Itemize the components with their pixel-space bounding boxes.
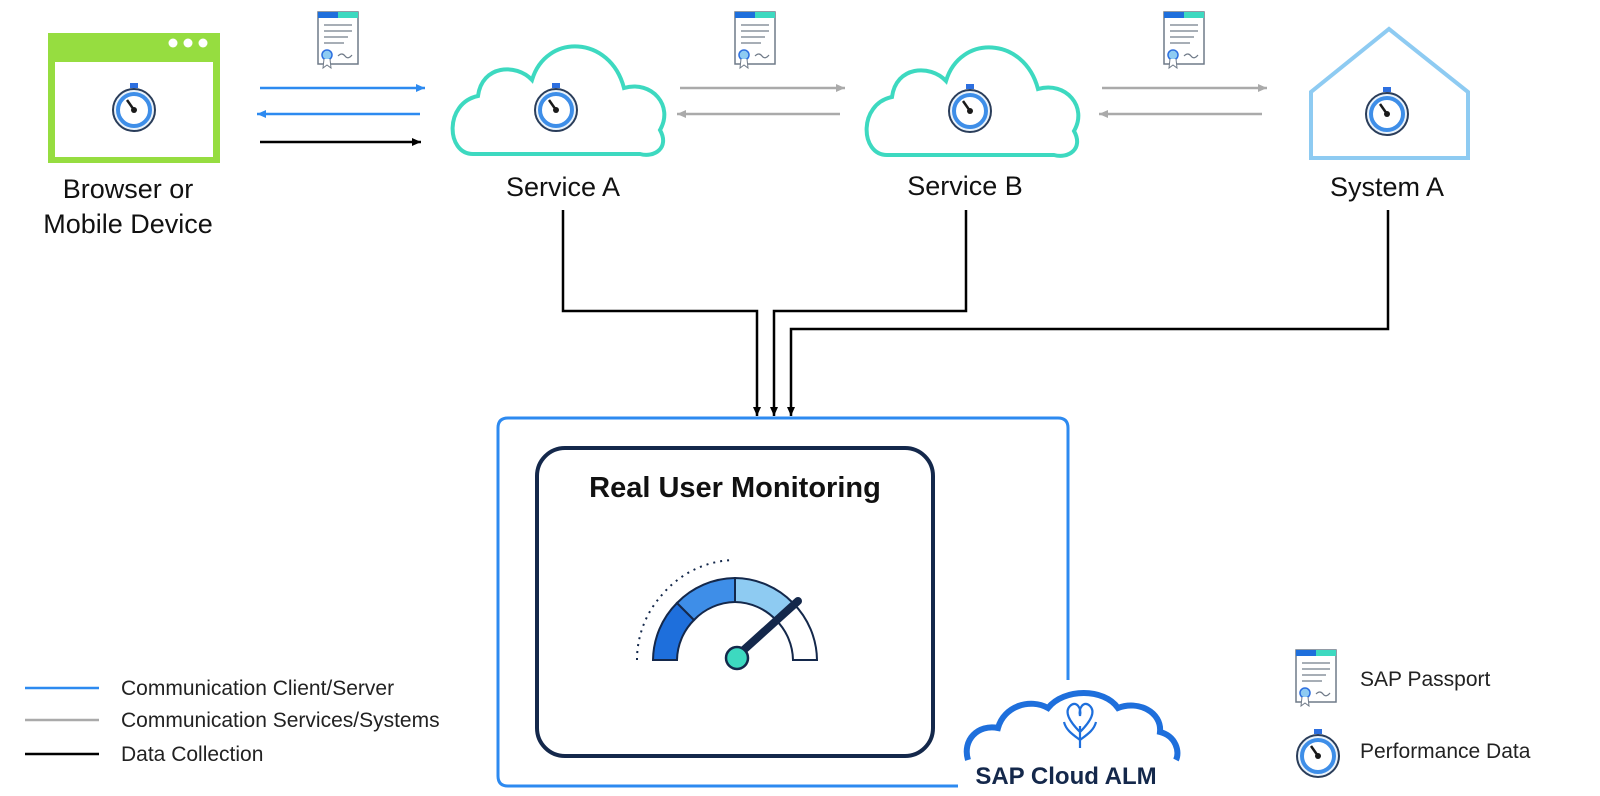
data-collection-line-service-b (770, 210, 968, 416)
passport-icon (734, 11, 776, 69)
legend-label-client-server: Communication Client/Server (121, 677, 394, 700)
data-collection-line-service-a (561, 210, 761, 416)
stopwatch-icon (1295, 727, 1341, 779)
browser-label-line2: Mobile Device (43, 209, 213, 239)
legend-label-data-collection: Data Collection (121, 743, 263, 766)
monitoring-title: Real User Monitoring (589, 472, 881, 504)
browser-node: Browser or Mobile Device (43, 33, 220, 239)
service-b-label: Service B (907, 171, 1023, 201)
legend-label-services-systems: Communication Services/Systems (121, 709, 440, 732)
legend-label-passport: SAP Passport (1360, 668, 1491, 691)
sap-cloud-alm-logo: SAP Cloud ALM (963, 690, 1181, 790)
service-a-label: Service A (506, 172, 620, 202)
real-user-monitoring-panel: Real User Monitoring (535, 446, 935, 758)
cloud-alm-container (496, 416, 1070, 788)
passport-icon (1295, 649, 1337, 707)
browser-label-line1: Browser or (63, 174, 194, 204)
data-collection-line-system-a (787, 210, 1390, 416)
system-a-node: System A (1309, 26, 1470, 202)
sap-cloud-alm-label: SAP Cloud ALM (975, 763, 1156, 790)
service-a-node: Service A (450, 44, 667, 202)
legend-lines: Communication Client/Server Communicatio… (25, 677, 440, 766)
service-b-node: Service B (864, 45, 1081, 201)
gauge-icon (635, 559, 819, 671)
system-a-label: System A (1330, 172, 1444, 202)
passport-icon (317, 11, 359, 69)
passport-icon (1163, 11, 1205, 69)
legend-label-performance: Performance Data (1360, 740, 1531, 763)
legend-icons: SAP Passport Performance Data (1295, 649, 1531, 779)
